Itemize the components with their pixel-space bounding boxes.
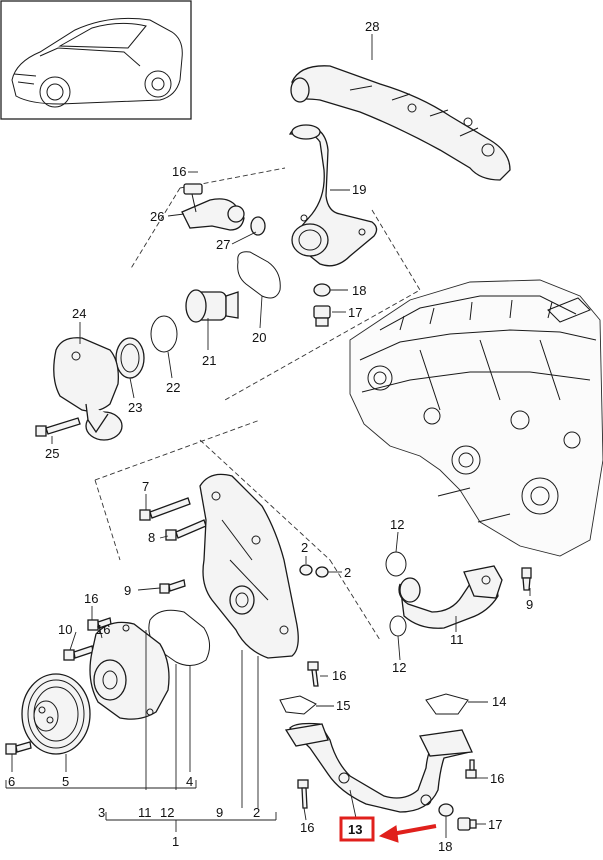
- callout-13: 13: [348, 822, 362, 837]
- scale-labels: 6 5 4 3 11 12 9 2 1: [8, 774, 260, 849]
- part-13-highlight-box: [339, 816, 375, 842]
- part-2-seal-b: [315, 566, 329, 578]
- callout-2-top: 2: [301, 540, 308, 555]
- scale-row2-item: 3: [98, 805, 105, 820]
- part-5-pulley: [21, 673, 91, 755]
- part-16-bolt-lower-right: [465, 759, 477, 779]
- callout-16: 16: [172, 164, 186, 179]
- part-10-bolt: [63, 645, 94, 661]
- callout-16-lower-left: 16: [300, 820, 314, 835]
- part-26-connector: [181, 183, 245, 231]
- callout-22: 22: [166, 380, 180, 395]
- callout-18: 18: [352, 283, 366, 298]
- part-11-pipe: [398, 565, 503, 629]
- callout-8: 8: [148, 530, 155, 545]
- scale-row2-item: 11: [138, 805, 152, 820]
- callout-16-left-b: 16: [96, 622, 110, 637]
- part-16-bolt-mid: [307, 661, 319, 687]
- part-28-pipe: [290, 65, 511, 181]
- callout-2-right: 2: [344, 565, 351, 580]
- callout-17: 17: [348, 305, 362, 320]
- callout-9-left: 9: [124, 583, 131, 598]
- part-17-plug-upper: [313, 305, 331, 327]
- part-20-gasket: [237, 251, 281, 299]
- callout-21: 21: [202, 353, 216, 368]
- callout-24: 24: [72, 306, 86, 321]
- group-outline-middle: [94, 419, 381, 641]
- car-thumbnail: [0, 0, 192, 120]
- part-12-oring-upper: [385, 551, 407, 577]
- part-13-pipe: [284, 722, 473, 813]
- callout-12-lower: 12: [392, 660, 406, 675]
- scale-row2-item: 9: [216, 805, 223, 820]
- part-19-housing: [288, 124, 378, 267]
- part-22-oring: [150, 315, 178, 353]
- part-25-bolt: [35, 417, 81, 437]
- callout-26: 26: [150, 209, 164, 224]
- part-15-gasket: [279, 695, 317, 715]
- callout-12-upper: 12: [390, 517, 404, 532]
- part-21-thermostat: [185, 289, 239, 323]
- scale-row2-item: 2: [253, 805, 260, 820]
- callout-16-right: 16: [490, 771, 504, 786]
- callout-20: 20: [252, 330, 266, 345]
- engine-block: [349, 279, 603, 557]
- part-14-gasket: [425, 693, 469, 715]
- part-18-seal-lower: [438, 803, 454, 817]
- callout-17-lower: 17: [488, 817, 502, 832]
- callout-19: 19: [352, 182, 366, 197]
- callout-25: 25: [45, 446, 59, 461]
- scale-row2-item: 12: [160, 805, 174, 820]
- part-7-bolt: [139, 497, 191, 521]
- part-water-pump: [89, 621, 170, 720]
- callout-15: 15: [336, 698, 350, 713]
- bottom-scale: [5, 780, 277, 832]
- callout-9-right: 9: [526, 597, 533, 612]
- part-24-housing: [53, 337, 123, 441]
- part-2-seal-a: [299, 564, 313, 576]
- callout-10: 10: [58, 622, 72, 637]
- callout-16-mid: 16: [332, 668, 346, 683]
- part-27-oring: [250, 216, 266, 236]
- callout-7: 7: [142, 479, 149, 494]
- callout-14: 14: [492, 694, 506, 709]
- callout-18-lower: 18: [438, 839, 452, 854]
- callout-27: 27: [216, 237, 230, 252]
- callout-16-left: 16: [84, 591, 98, 606]
- part-8-bolt: [165, 519, 207, 541]
- part-9-bolt-right: [521, 567, 532, 591]
- callout-28: 28: [365, 19, 379, 34]
- scale-total: 1: [172, 834, 179, 849]
- part-17-plug-lower: [457, 817, 477, 831]
- part-6-bolt: [5, 741, 32, 755]
- red-arrow: [378, 824, 437, 843]
- part-12-oring-lower: [389, 615, 407, 637]
- leader-lines: [11, 34, 531, 838]
- scale-row1-item: 6: [8, 774, 15, 789]
- callout-23: 23: [128, 400, 142, 415]
- scale-row1-item: 4: [186, 774, 193, 789]
- part-9-bolt-left: [159, 579, 186, 594]
- part-2-cover: [199, 473, 299, 659]
- part-18-seal-upper: [313, 283, 331, 297]
- callout-11-pipe: 11: [450, 632, 464, 647]
- part-16-bolt-lower-left: [297, 779, 309, 809]
- scale-row1-item: 5: [62, 774, 69, 789]
- callout-labels: 28 16 19 26 27 18 17 20 24 21 22 23 25 7…: [45, 19, 533, 854]
